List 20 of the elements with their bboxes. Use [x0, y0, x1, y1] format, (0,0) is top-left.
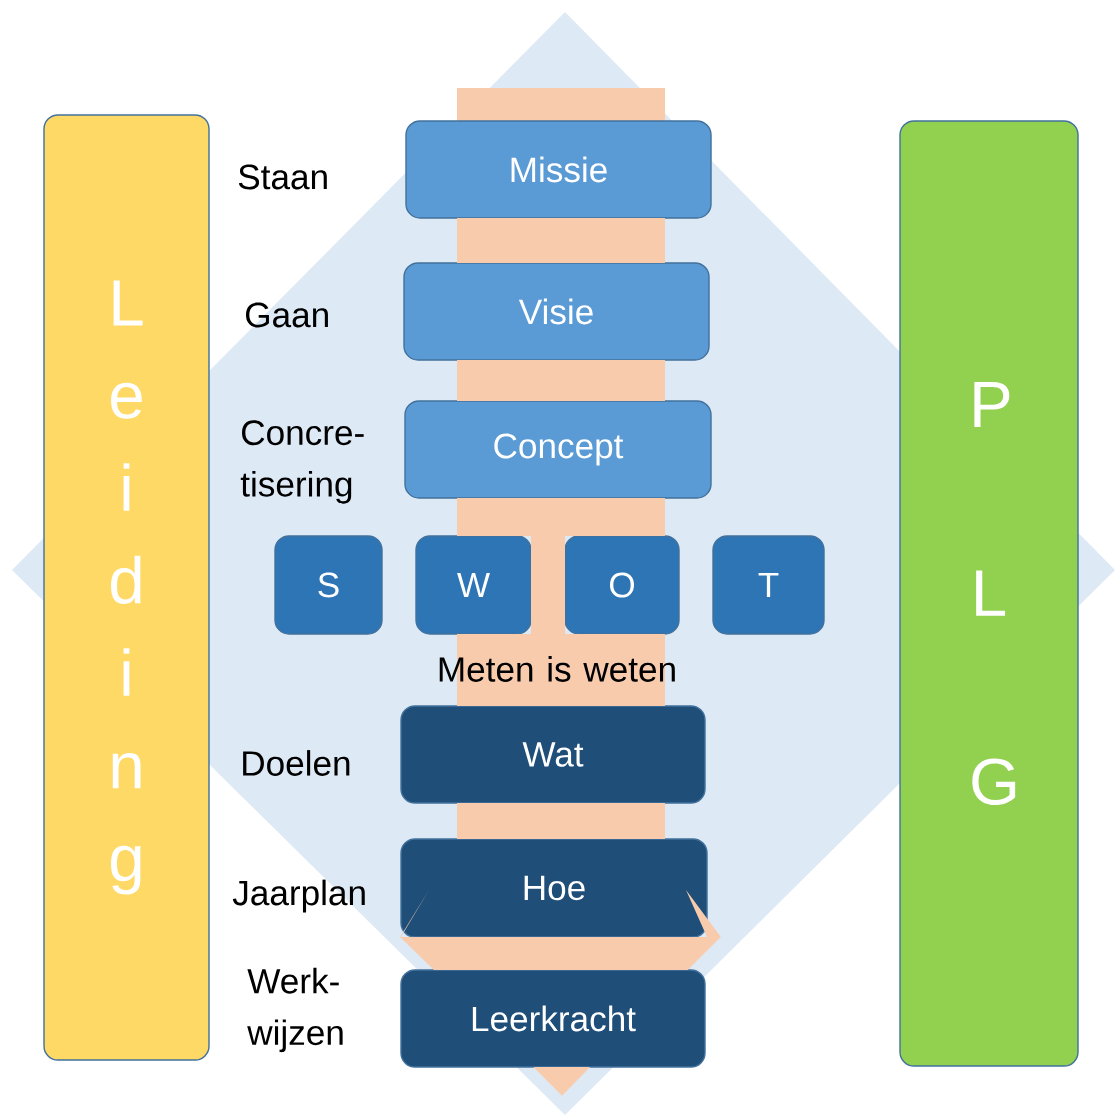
- process-box: Concept: [404, 400, 712, 499]
- side-label: Meten is weten: [439, 656, 675, 682]
- side-label: Doelen: [243, 750, 350, 776]
- side-label: Werk-wijzen: [247, 967, 343, 1053]
- letter-box: S: [274, 535, 383, 635]
- process-box: Missie: [405, 120, 712, 219]
- letter-box: W: [415, 535, 532, 635]
- side-bar: P L G: [899, 120, 1079, 1067]
- side-label: Jaarplan: [232, 879, 365, 913]
- letter-box: O: [564, 535, 680, 635]
- side-label: Concre-tisering: [240, 420, 364, 504]
- process-box: Leerkracht: [400, 969, 706, 1068]
- block-arrow: [400, 218, 721, 1096]
- side-label: Gaan: [246, 302, 328, 328]
- process-box: Visie: [403, 262, 710, 361]
- side-label: Staan: [238, 164, 327, 190]
- process-box: Wat: [400, 705, 706, 804]
- process-box: Hoe: [400, 838, 708, 938]
- letter-box: T: [712, 535, 825, 635]
- side-bar: L e i d i n g: [43, 114, 210, 1061]
